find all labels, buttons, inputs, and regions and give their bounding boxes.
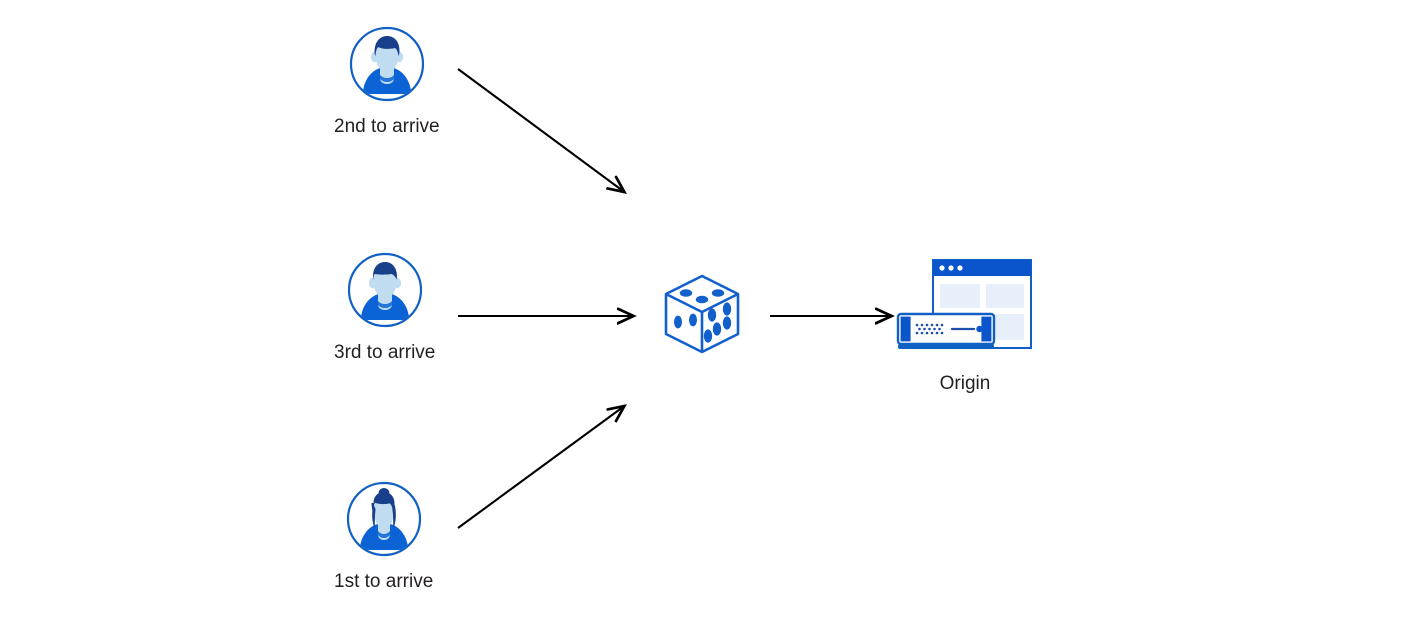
- user-avatar-male-icon: [349, 26, 425, 102]
- user-avatar-male-icon: [347, 252, 423, 328]
- node-randomizer[interactable]: [656, 268, 748, 360]
- node-label: Origin: [939, 373, 991, 394]
- server-device-icon: [896, 312, 996, 349]
- node-label: 1st to arrive: [334, 571, 434, 592]
- node-client-3rd[interactable]: 3rd to arrive: [334, 252, 435, 362]
- user-avatar-female-icon: [346, 481, 422, 557]
- node-label: 2nd to arrive: [334, 116, 440, 137]
- node-label: 3rd to arrive: [334, 342, 436, 363]
- node-client-2nd[interactable]: 2nd to arrive: [334, 26, 440, 136]
- node-origin[interactable]: Origin: [895, 258, 1035, 393]
- arrow-2nd-to-dice: [457, 68, 623, 191]
- arrow-1st-to-dice: [457, 407, 623, 529]
- origin-server-browser-icon: [895, 258, 1035, 358]
- node-client-1st[interactable]: 1st to arrive: [334, 481, 433, 591]
- dice-icon: [656, 268, 748, 360]
